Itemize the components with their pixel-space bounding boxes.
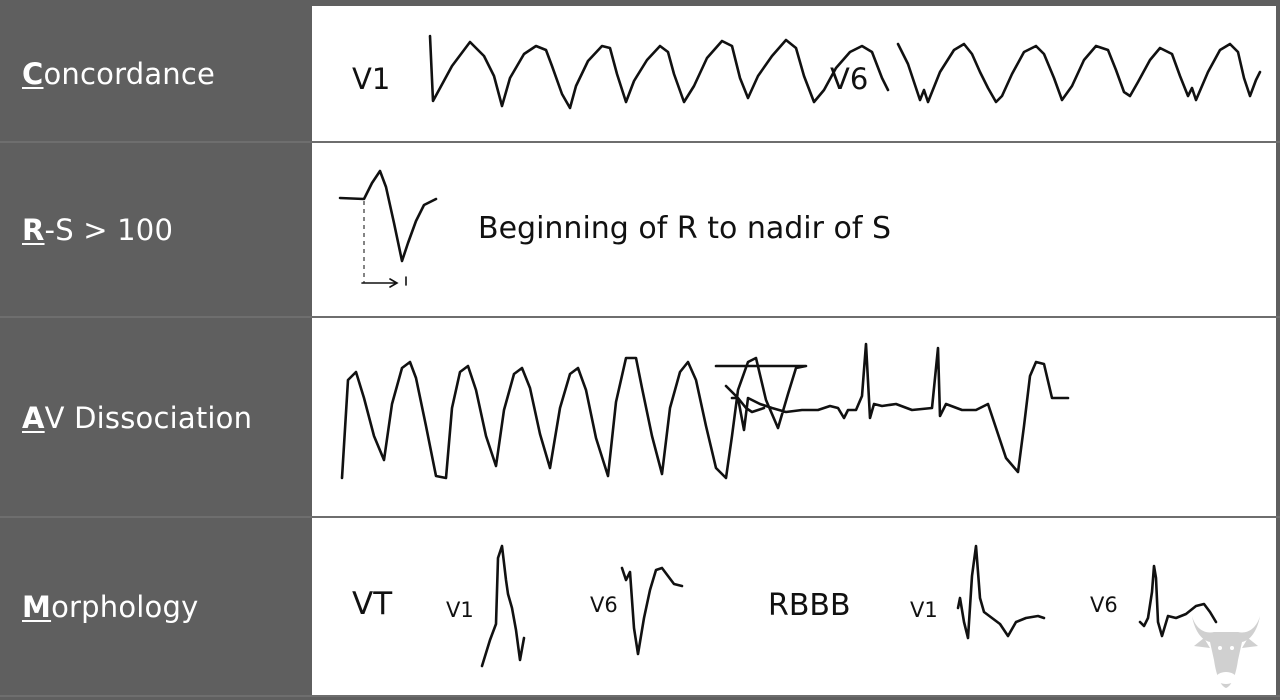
lead-label-v1: V1: [352, 62, 391, 96]
row-divider: [0, 141, 1280, 143]
rbbb-v6-trace: [1138, 564, 1218, 638]
label-initial: M: [22, 590, 52, 624]
rs-complex-trace: [338, 169, 438, 263]
measurement-arrow: [361, 278, 399, 288]
label-rest: oncordance: [43, 57, 216, 91]
row-content-concordance: V1 V6: [312, 6, 1276, 142]
v1-concordance-trace: [428, 34, 890, 110]
vt-v6-trace: [620, 566, 684, 656]
rbbb-label: RBBB: [768, 588, 851, 623]
vt-lead-v6-label: V6: [590, 593, 618, 617]
label-rest: -S > 100: [44, 213, 174, 247]
label-initial: A: [22, 400, 45, 435]
row-divider: [0, 695, 1280, 697]
morphology-tracings: [480, 544, 1218, 668]
row-content-morphology: VT V1 V6 RBBB V1 V6: [312, 518, 1276, 696]
label-rest: orphology: [51, 590, 199, 624]
rs-interval-diagram: [338, 169, 438, 288]
av-dissociation-tracing: [340, 342, 1070, 480]
row-content-av-dissociation: [312, 318, 1276, 517]
label-initial: R: [22, 213, 45, 247]
label-rest: V Dissociation: [44, 400, 253, 435]
row-divider: [0, 316, 1280, 318]
row-rs-interval: R-S > 100 Beginning of R to nadir of S: [0, 143, 1280, 317]
rs-description: Beginning of R to nadir of S: [478, 211, 891, 246]
v6-concordance-trace: [896, 42, 1262, 104]
row-label-rs-interval: R-S > 100: [0, 143, 312, 317]
row-content-rs-interval: Beginning of R to nadir of S: [312, 143, 1276, 317]
vt-label: VT: [352, 586, 393, 622]
label-initial: C: [22, 57, 44, 91]
vt-lead-v1-label: V1: [446, 598, 474, 622]
rbbb-v1-trace: [956, 544, 1046, 640]
bull-head-svg: [1192, 616, 1260, 688]
av-dissociation-trace: [340, 342, 1070, 480]
rbbb-lead-v1-label: V1: [910, 598, 938, 622]
row-divider: [0, 516, 1280, 518]
concordance-tracings: [428, 34, 1262, 110]
vt-v1-trace: [480, 544, 526, 668]
rbbb-lead-v6-label: V6: [1090, 593, 1118, 617]
bull-head-icon: [1184, 608, 1268, 692]
